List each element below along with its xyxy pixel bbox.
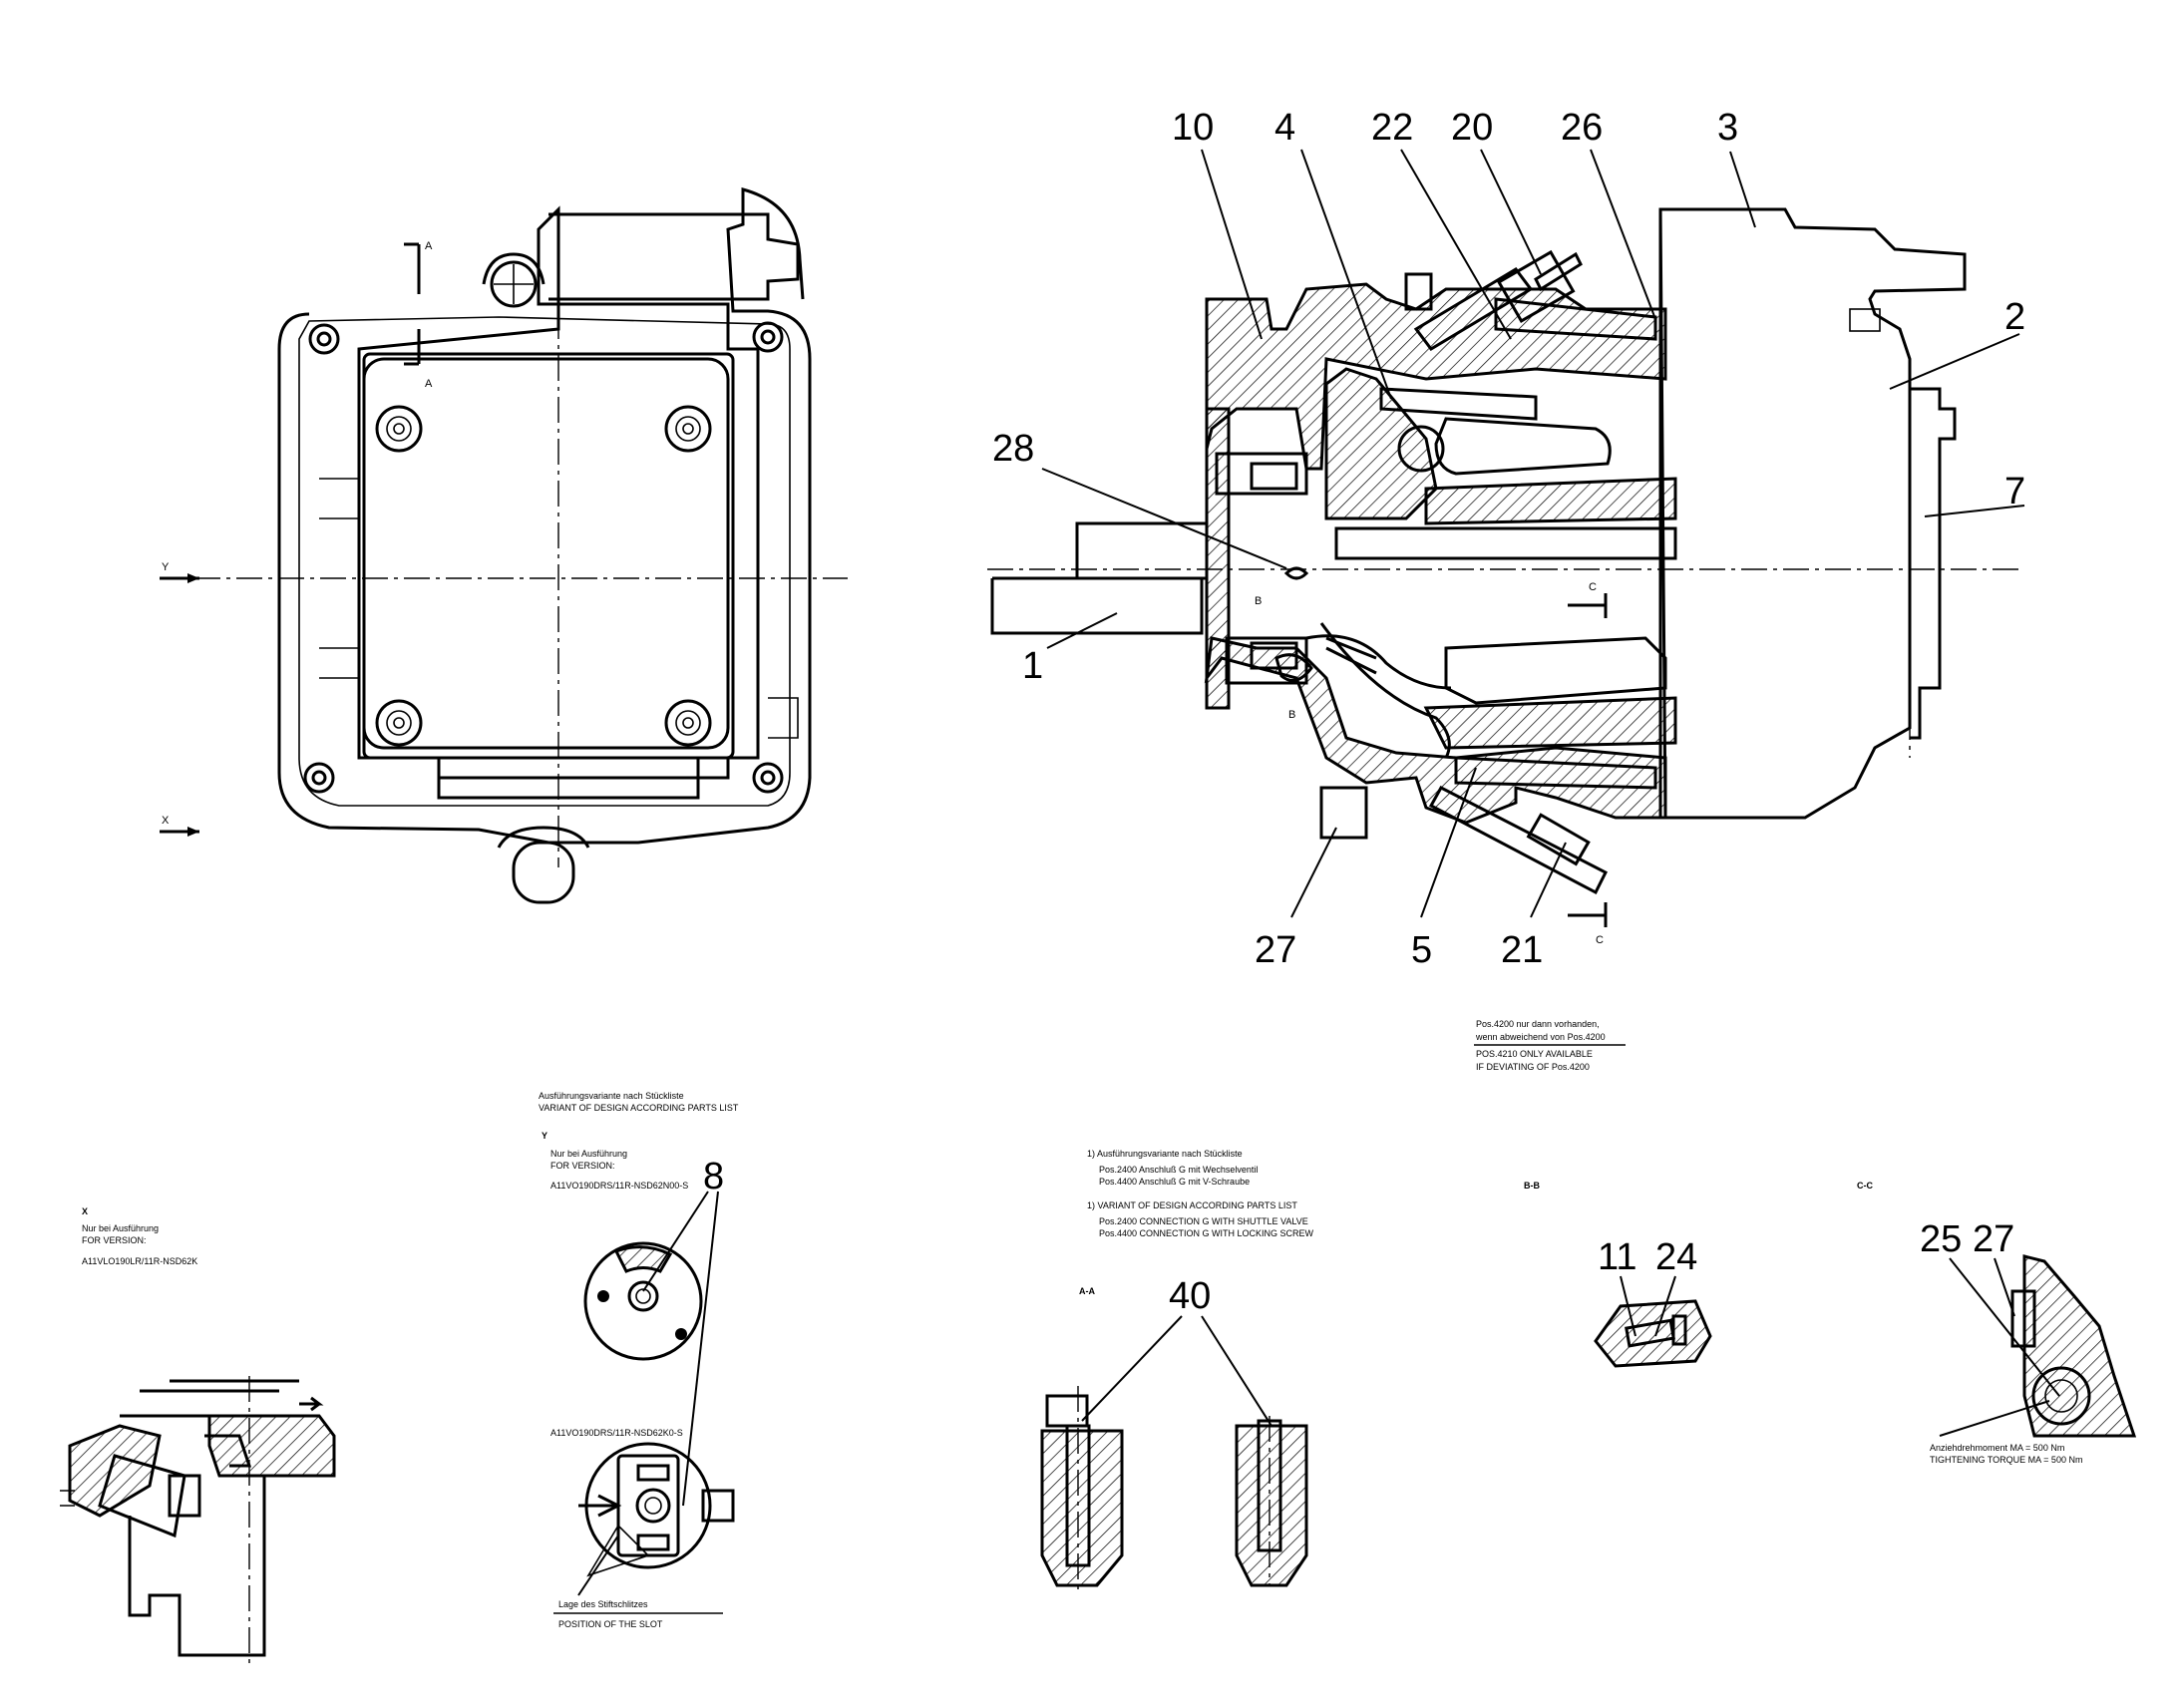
detail-y-title: Y (542, 1131, 547, 1141)
label-22: 22 (1371, 107, 1413, 149)
label-3: 3 (1717, 107, 1738, 149)
label-1: 1 (1022, 645, 1043, 687)
label-40: 40 (1169, 1275, 1211, 1317)
pos-note-en-2: IF DEVIATING OF Pos.4200 (1476, 1062, 1590, 1072)
marker-b-top: B (1255, 595, 1262, 607)
marker-b-bottom: B (1288, 709, 1295, 721)
pos-note-de-2: wenn abweichend von Pos.4200 (1475, 1032, 1606, 1042)
variant-note-de: Ausführungsvariante nach Stückliste (539, 1091, 684, 1101)
marker-x: X (162, 815, 170, 827)
slot-note-en: POSITION OF THE SLOT (558, 1619, 663, 1629)
label-21: 21 (1501, 929, 1543, 971)
detail-x-de: Nur bei Ausführung (82, 1223, 159, 1233)
section-marker-a: A A (404, 240, 433, 390)
label-11: 11 (1598, 1236, 1636, 1278)
marker-c-top: C (1589, 581, 1597, 593)
marker-a-bottom: A (425, 378, 433, 390)
section-c-c-title: C-C (1857, 1181, 1873, 1191)
detail-x: X Nur bei Ausführung FOR VERSION: A11VLO… (60, 1206, 336, 1665)
pos-note-en-1: POS.4210 ONLY AVAILABLE (1476, 1049, 1593, 1059)
variant-note-en: VARIANT OF DESIGN ACCORDING PARTS LIST (539, 1103, 739, 1113)
footnote-de-a: Pos.2400 Anschluß G mit Wechselventil (1099, 1165, 1258, 1175)
label-10: 10 (1172, 107, 1214, 149)
footnote-block: 1) Ausführungsvariante nach Stückliste P… (1087, 1149, 1314, 1238)
detail-x-en: FOR VERSION: (82, 1235, 147, 1245)
label-20: 20 (1451, 107, 1493, 149)
label-26: 26 (1561, 107, 1603, 149)
label-27: 27 (1255, 929, 1296, 971)
footnote-en-a: Pos.2400 CONNECTION G WITH SHUTTLE VALVE (1099, 1216, 1308, 1226)
slot-note-de: Lage des Stiftschlitzes (558, 1599, 648, 1609)
leader-lines (1041, 149, 2025, 918)
detail-y: Ausführungsvariante nach Stückliste VARI… (539, 1091, 739, 1629)
marker-c-bottom: C (1596, 934, 1604, 946)
section-a-a-title: A-A (1079, 1286, 1095, 1296)
label-8: 8 (703, 1156, 724, 1197)
torque-note-en: TIGHTENING TORQUE MA = 500 Nm (1930, 1455, 2082, 1465)
footnote-de-b: Pos.4400 Anschluß G mit V-Schraube (1099, 1177, 1250, 1187)
front-view (194, 187, 848, 904)
label-24: 24 (1655, 1236, 1697, 1278)
marker-a-top: A (425, 240, 433, 252)
footnote-de: 1) Ausführungsvariante nach Stückliste (1087, 1149, 1243, 1159)
torque-note-de: Anziehdrehmoment MA = 500 Nm (1930, 1443, 2064, 1453)
detail-y-en: FOR VERSION: (550, 1161, 615, 1171)
label-2: 2 (2004, 296, 2025, 338)
section-view: C C B B (987, 207, 2024, 946)
detail-y-de: Nur bei Ausführung (550, 1149, 627, 1159)
section-b-b-title: B-B (1524, 1181, 1540, 1191)
footnote-en-b: Pos.4400 CONNECTION G WITH LOCKING SCREW (1099, 1228, 1314, 1238)
pos-note-de-1: Pos.4200 nur dann vorhanden, (1476, 1019, 1600, 1029)
detail-y-code-2: A11VO190DRS/11R-NSD62K0-S (550, 1428, 683, 1438)
marker-y: Y (162, 561, 170, 573)
detail-x-title: X (82, 1206, 88, 1216)
section-c-c: C-C 25 27 Anziehdrehmoment MA = 500 Nm T… (1857, 1181, 2137, 1465)
label-4: 4 (1274, 107, 1295, 149)
label-7: 7 (2004, 471, 2025, 512)
view-marker-y: Y (160, 561, 199, 583)
section-a-a: A-A 40 (1040, 1275, 1308, 1595)
label-25: 25 (1920, 1218, 1962, 1260)
section-b-b: B-B 11 24 (1524, 1181, 1712, 1368)
label-5: 5 (1411, 929, 1432, 971)
view-marker-x: X (160, 815, 199, 837)
label-27-detail: 27 (1973, 1218, 2014, 1260)
detail-y-code: A11VO190DRS/11R-NSD62N00-S (550, 1181, 688, 1191)
footnote-en: 1) VARIANT OF DESIGN ACCORDING PARTS LIS… (1087, 1200, 1297, 1210)
position-note: Pos.4200 nur dann vorhanden, wenn abweic… (1474, 1019, 1626, 1072)
detail-x-code: A11VLO190LR/11R-NSD62K (82, 1256, 197, 1266)
label-28: 28 (992, 428, 1034, 470)
